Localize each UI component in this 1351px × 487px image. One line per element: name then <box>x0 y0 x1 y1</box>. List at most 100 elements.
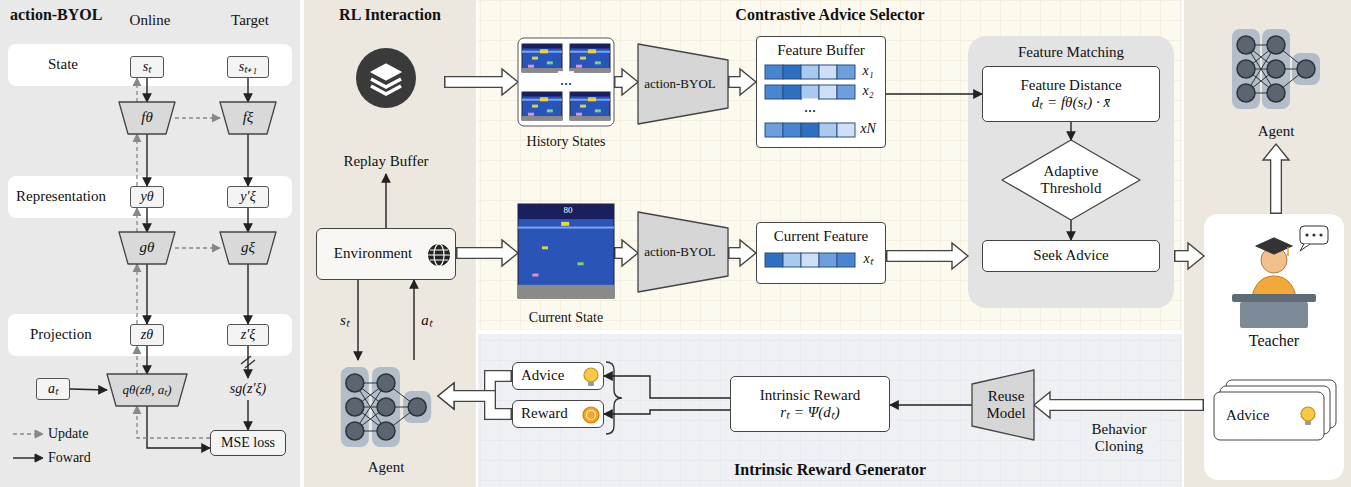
update-arrow <box>137 406 210 438</box>
connector <box>444 69 518 95</box>
speech-dot <box>1319 233 1322 236</box>
panel-background <box>8 44 292 86</box>
network-trapezoid <box>220 232 276 264</box>
variable-box: yθ <box>130 186 164 208</box>
connector <box>248 78 249 102</box>
connector <box>147 208 148 232</box>
connector <box>175 118 220 119</box>
hollow-arrow-fill <box>888 251 956 260</box>
decision-diamond: Adaptive Threshold <box>1002 140 1140 220</box>
matching-group: Feature MatchingFeature Distancedₜ = fθ(… <box>968 36 1174 308</box>
network-trapezoid: gξ <box>220 232 276 264</box>
neuron <box>377 374 395 392</box>
node-label: Feature Matching <box>1018 44 1124 61</box>
node-label: aₜ <box>48 381 58 397</box>
legend-item: Foward <box>12 450 91 466</box>
stop-gradient: sg(z′ξ) <box>218 378 278 400</box>
forward-arrow <box>146 346 147 374</box>
brace <box>606 362 622 434</box>
fish <box>547 109 553 112</box>
panel-background <box>304 0 476 487</box>
encoder-trapezoid <box>638 212 728 292</box>
fish <box>528 113 534 116</box>
connector <box>414 280 415 360</box>
network-trapezoid: fξ <box>220 102 276 134</box>
feature-cell <box>801 65 819 79</box>
coin-icon <box>583 407 599 423</box>
podium-top <box>1232 294 1316 302</box>
game-sky <box>522 44 562 48</box>
seabed <box>518 285 614 298</box>
fish <box>532 274 538 277</box>
speech-dot <box>1305 233 1308 236</box>
node-label: Reuse Model <box>980 388 1032 423</box>
forward-arrow <box>1070 220 1071 240</box>
hollow-arrow-fill <box>730 77 744 86</box>
panel: RL InteractionReplay BufferEnvironmentAg… <box>304 0 476 487</box>
connector <box>1174 243 1204 269</box>
fish <box>576 65 582 68</box>
game-screen <box>570 92 610 120</box>
annotation: ... <box>802 98 818 116</box>
node-label: dₜ = fθ(sₜ) · x̄ <box>1032 94 1110 111</box>
panel-background <box>8 314 292 356</box>
forward-arrow <box>604 376 730 398</box>
bulb-icon <box>584 368 598 382</box>
fish <box>578 262 584 265</box>
feature-cell <box>765 123 783 137</box>
connector <box>70 389 107 390</box>
card-front <box>1214 392 1324 440</box>
node-label: Projection <box>30 326 92 343</box>
graduation-cap <box>1256 238 1292 254</box>
connector <box>248 400 249 430</box>
connector <box>147 346 148 374</box>
replay-icon <box>356 48 416 108</box>
hollow-arrow-fill <box>1271 157 1280 213</box>
forward-arrow <box>886 93 982 94</box>
reward-box: Reward <box>512 400 604 428</box>
node-label: Adaptive Threshold <box>1029 163 1113 198</box>
node-label: Environment <box>334 245 412 262</box>
panel: action-BYOLStatesₜsₜ₊₁fθfξRepresentation… <box>0 0 300 487</box>
node-label: History States <box>527 134 606 150</box>
hollow-arrow-fill <box>1047 400 1203 409</box>
forward-arrow <box>604 410 730 414</box>
legend-swatch <box>12 452 44 464</box>
game-sky <box>522 92 562 96</box>
connector <box>358 280 359 360</box>
stack-icon <box>371 86 401 94</box>
node-label: Advice <box>1226 407 1269 424</box>
encoder-trapezoid <box>638 44 728 124</box>
game-screen <box>522 92 562 120</box>
feature-cell <box>783 253 801 267</box>
connector <box>248 208 249 232</box>
annotation: 80 <box>562 206 575 216</box>
node-label: Replay Buffer <box>343 153 428 170</box>
connector <box>137 78 138 102</box>
connector <box>137 406 210 438</box>
node-label: gξ <box>241 239 255 256</box>
node-graphic <box>518 204 614 326</box>
hollow-arrow-fill <box>458 248 506 257</box>
panel-background <box>478 0 1182 330</box>
current-state: Current State <box>518 204 614 326</box>
node-label: fθ <box>141 109 153 126</box>
connector <box>137 346 138 374</box>
game-sky <box>570 44 610 48</box>
submarine <box>540 49 548 53</box>
side-panel <box>1184 0 1351 487</box>
connector <box>137 208 138 232</box>
feature-cell <box>783 85 801 99</box>
neuron <box>1237 84 1255 102</box>
connector <box>386 174 387 228</box>
connector <box>1071 122 1072 140</box>
feature-cell <box>819 123 837 137</box>
connector <box>147 134 148 186</box>
node-label: y′ξ <box>240 189 255 205</box>
feature-cell <box>819 65 837 79</box>
forward-arrow <box>247 400 248 430</box>
submarine <box>540 97 548 101</box>
game-screen <box>570 44 610 72</box>
connector <box>147 264 148 324</box>
agent-network: Agent <box>334 360 438 480</box>
